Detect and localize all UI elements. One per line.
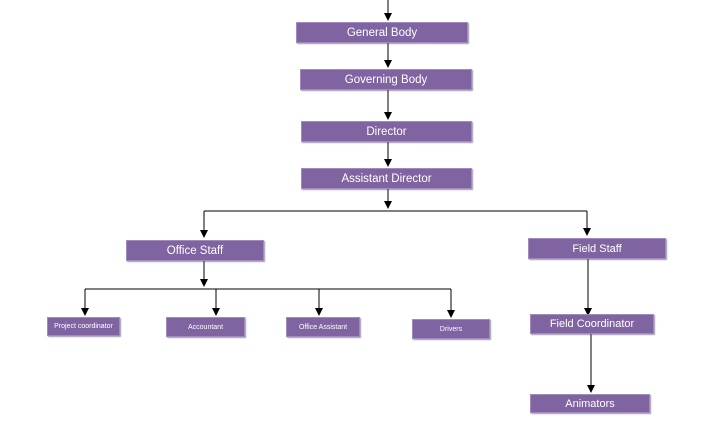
node-field-staff: Field Staff (528, 238, 666, 259)
node-animators: Animators (530, 394, 650, 413)
node-accountant: Accountant (166, 317, 245, 337)
node-governing-body: Governing Body (300, 69, 472, 90)
node-assistant-director: Assistant Director (301, 168, 472, 189)
node-general-body: General Body (296, 22, 468, 43)
node-director: Director (301, 121, 472, 142)
node-field-coordinator: Field Coordinator (530, 314, 654, 334)
node-project-coordinator: Project coordinator (47, 317, 120, 336)
node-office-staff: Office Staff (126, 240, 264, 261)
node-drivers: Drivers (412, 319, 490, 339)
node-office-assistant: Office Assistant (286, 317, 360, 337)
